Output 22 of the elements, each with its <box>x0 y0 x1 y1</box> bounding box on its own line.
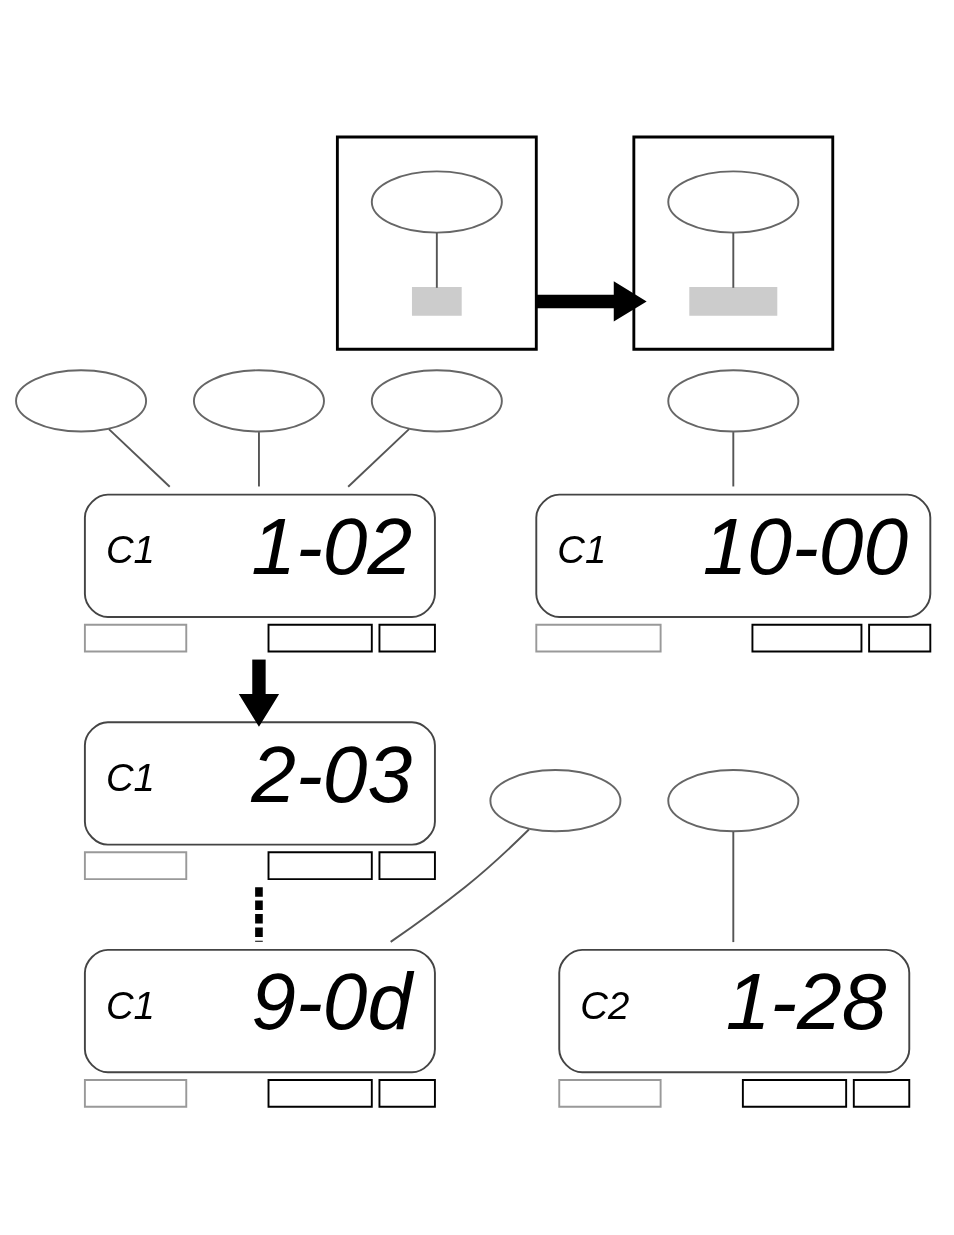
node-ellipse <box>370 368 503 432</box>
connector <box>435 231 438 289</box>
connector <box>389 828 530 943</box>
connector <box>258 430 260 487</box>
connector <box>732 231 735 289</box>
node-box <box>689 286 778 316</box>
node-ellipse <box>667 368 800 432</box>
node-ellipse <box>489 768 622 832</box>
connector <box>732 830 735 943</box>
connector <box>107 427 171 488</box>
connector <box>347 427 410 488</box>
cluster <box>632 135 835 351</box>
arrow <box>238 659 280 727</box>
node-ellipse <box>192 368 325 432</box>
connector <box>732 430 735 487</box>
node-ellipse <box>667 169 800 234</box>
connector <box>255 886 263 942</box>
node-ellipse <box>370 169 503 234</box>
node-box <box>411 286 462 316</box>
node-ellipse <box>667 768 800 832</box>
node-ellipse <box>15 368 148 432</box>
arrow <box>536 280 647 322</box>
